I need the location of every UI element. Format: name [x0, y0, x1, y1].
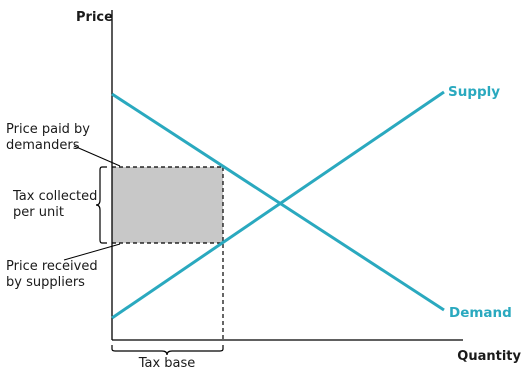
supply-curve	[111, 90, 445, 320]
y-axis-label: Price	[76, 10, 113, 25]
tax-base-bracket	[111, 345, 224, 356]
supply-label: Supply	[448, 84, 500, 100]
price-received-label: Price received by suppliers	[6, 259, 102, 290]
price-paid-leader	[73, 145, 121, 167]
demand-curve	[111, 92, 445, 312]
demand-label: Demand	[449, 305, 512, 321]
tax-base-label: Tax base	[138, 356, 196, 370]
tax-revenue-area	[112, 167, 223, 243]
x-axis-label: Quantity	[457, 349, 521, 364]
tax-collected-label: Tax collected per unit	[12, 189, 102, 220]
price-paid-label: Price paid by demanders	[6, 122, 94, 153]
price-received-leader	[63, 243, 121, 261]
tax-collected-bracket	[95, 166, 107, 244]
